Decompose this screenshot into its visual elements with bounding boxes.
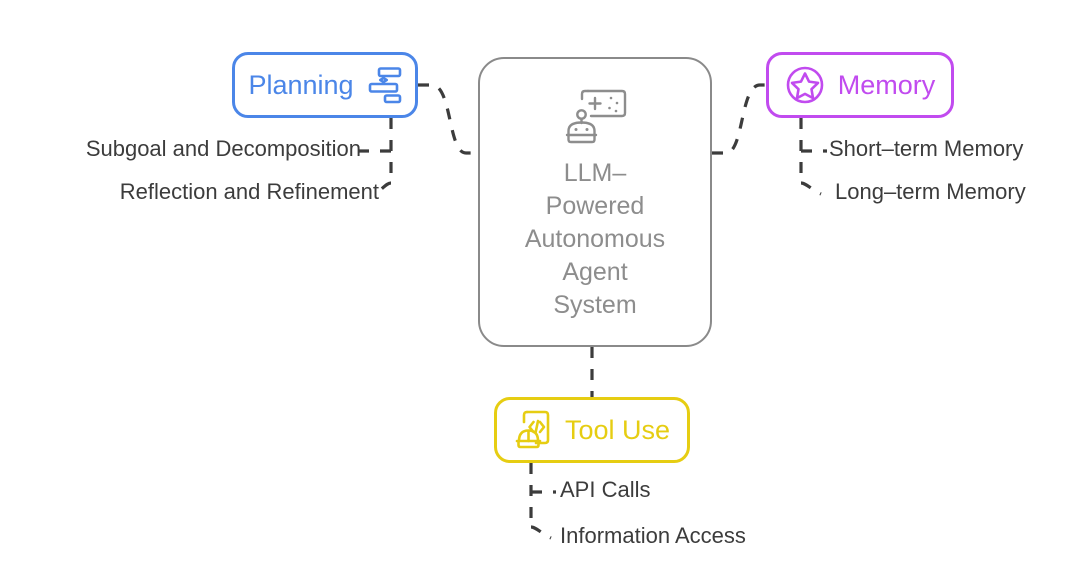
edge-center-memory bbox=[712, 83, 766, 155]
leaf-subgoal-and-decomposition: Subgoal and Decomposition bbox=[85, 136, 361, 161]
code-document-hardhat-icon bbox=[515, 410, 550, 449]
memory-node[interactable]: Memory bbox=[766, 52, 954, 118]
center-node[interactable]: LLM– Powered Autonomous Agent System bbox=[478, 57, 712, 347]
leaf-information-access: Information Access bbox=[560, 523, 746, 548]
edge-center-planning bbox=[418, 83, 478, 155]
edge-tooluse-info bbox=[530, 525, 552, 540]
planning-node[interactable]: Planning bbox=[232, 52, 418, 118]
leaf-reflection-and-refinement: Reflection and Refinement bbox=[119, 179, 379, 204]
tool-use-node[interactable]: Tool Use bbox=[494, 397, 690, 463]
tool-use-node-label: Tool Use bbox=[564, 414, 671, 445]
leaf-short-term-memory: Short–term Memory bbox=[829, 136, 1024, 161]
leaf-long-term-memory: Long–term Memory bbox=[835, 179, 1026, 204]
robot-agent-icon bbox=[565, 89, 627, 144]
edge-memory-long bbox=[800, 181, 822, 196]
leaf-api-calls: API Calls bbox=[560, 477, 651, 502]
center-node-label: LLM– Powered Autonomous Agent System bbox=[524, 159, 666, 319]
planning-node-label: Planning bbox=[248, 69, 354, 100]
star-circle-icon bbox=[786, 66, 824, 104]
gantt-chart-icon bbox=[368, 67, 401, 104]
memory-node-label: Memory bbox=[837, 69, 936, 100]
